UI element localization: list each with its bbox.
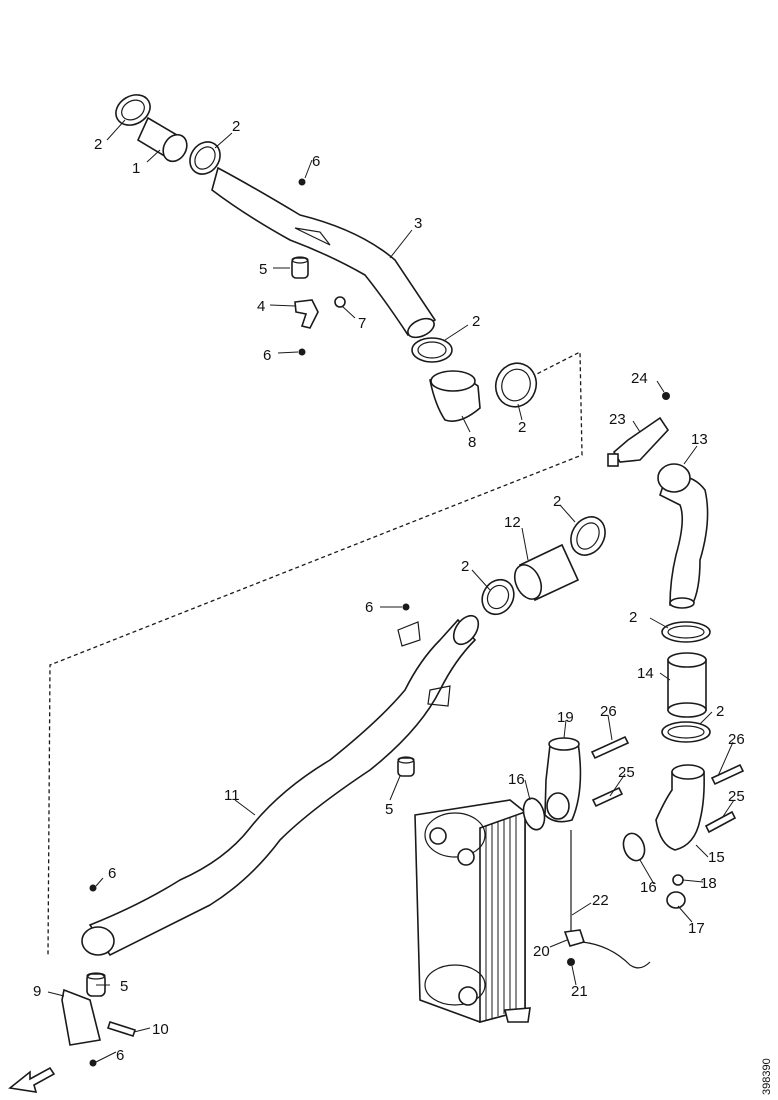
part-25-bolt-right xyxy=(704,810,737,834)
label-15: 15 xyxy=(708,849,725,866)
label-5c: 5 xyxy=(120,978,128,995)
part-2-clamp-top xyxy=(115,94,151,126)
label-2e: 2 xyxy=(553,493,561,510)
label-2b: 2 xyxy=(232,118,240,135)
label-25b: 25 xyxy=(728,788,745,805)
label-18a: 16 xyxy=(508,771,525,788)
label-14: 14 xyxy=(637,665,654,682)
label-2d: 2 xyxy=(518,419,526,436)
part-6-nut-c xyxy=(402,603,410,611)
part-6-nut-d xyxy=(89,884,97,892)
label-6c: 6 xyxy=(365,599,373,616)
part-6-nut-b xyxy=(298,348,306,356)
part-16-seal-right xyxy=(622,832,646,862)
part-13-hose xyxy=(657,463,709,609)
label-6a: 6 xyxy=(312,153,320,170)
label-17: 17 xyxy=(688,920,705,937)
drawing-code: 398390 xyxy=(761,1058,773,1095)
label-13: 13 xyxy=(691,431,708,448)
part-2-clamp-upper xyxy=(189,141,221,175)
part-14-sleeve xyxy=(667,652,707,718)
part-10-bolt xyxy=(106,1020,137,1038)
label-24: 24 xyxy=(631,370,648,387)
part-2-clamp-r1 xyxy=(570,516,606,556)
label-6e: 6 xyxy=(116,1047,124,1064)
label-5b: 5 xyxy=(385,801,393,818)
label-2f: 2 xyxy=(461,558,469,575)
label-2h: 2 xyxy=(716,703,724,720)
part-17-nut xyxy=(666,891,686,909)
label-7: 7 xyxy=(358,315,366,332)
label-11: 11 xyxy=(224,787,240,804)
label-16b: 16 xyxy=(640,879,657,896)
part-2-clamp-right xyxy=(494,362,538,408)
part-2-clamp-r2 xyxy=(481,578,515,616)
label-4: 4 xyxy=(257,298,265,315)
part-19-connector xyxy=(544,737,582,823)
label-26a: 26 xyxy=(600,703,617,720)
part-2-clamp-r4 xyxy=(661,721,711,743)
label-6d: 6 xyxy=(108,865,116,882)
label-12: 12 xyxy=(504,514,521,531)
label-26b: 26 xyxy=(728,731,745,748)
label-2a: 2 xyxy=(94,136,102,153)
part-2-clamp-mid xyxy=(411,337,453,363)
part-23-bracket xyxy=(607,416,670,467)
part-6-nut-a xyxy=(298,178,306,186)
label-25a: 25 xyxy=(618,764,635,781)
part-11-pipe xyxy=(81,614,480,957)
part-4-bracket xyxy=(294,299,319,329)
part-9-bracket xyxy=(61,988,101,1046)
part-6-nut-e xyxy=(89,1059,97,1067)
front-direction-arrow-icon xyxy=(8,1066,56,1093)
callout-labels: 1 2 2 6 3 5 4 7 6 2 8 2 24 23 13 2 12 2 … xyxy=(33,118,745,1064)
part-15-connector xyxy=(655,764,705,851)
part-26-bolt-right xyxy=(710,763,745,786)
part-7-bolt xyxy=(334,296,346,308)
label-23: 23 xyxy=(609,411,626,428)
part-25-bolt-left xyxy=(591,786,624,808)
part-18-washer xyxy=(672,874,684,886)
intercooler-core xyxy=(414,799,531,1024)
label-19: 19 xyxy=(557,709,574,726)
part-26-bolt-left xyxy=(590,735,630,760)
part-20-sensor xyxy=(563,929,651,969)
label-9: 9 xyxy=(33,983,41,1000)
part-5-rubber-mount-mid xyxy=(397,756,415,777)
label-5a: 5 xyxy=(259,261,267,278)
part-24-screw xyxy=(662,392,670,400)
label-2c: 2 xyxy=(472,313,480,330)
label-8: 8 xyxy=(468,434,476,451)
continuation-dashed-line xyxy=(47,350,583,956)
label-21: 21 xyxy=(571,983,588,1000)
part-12-sleeve xyxy=(513,543,580,602)
label-1: 1 xyxy=(132,160,140,177)
part-2-clamp-r3 xyxy=(661,621,711,643)
part-21-nut xyxy=(567,958,575,966)
label-6b: 6 xyxy=(263,347,271,364)
part-1-sleeve xyxy=(136,116,188,163)
part-8-elbow xyxy=(429,370,481,422)
label-20: 20 xyxy=(533,943,550,960)
label-2g: 2 xyxy=(629,609,637,626)
leader-lines xyxy=(47,119,735,1063)
part-5-rubber-mount-upper xyxy=(291,256,309,279)
label-10: 10 xyxy=(152,1021,169,1038)
label-22: 22 xyxy=(592,892,609,909)
label-3: 3 xyxy=(414,215,422,232)
label-18: 18 xyxy=(700,875,717,892)
part-3-pipe xyxy=(211,166,437,339)
